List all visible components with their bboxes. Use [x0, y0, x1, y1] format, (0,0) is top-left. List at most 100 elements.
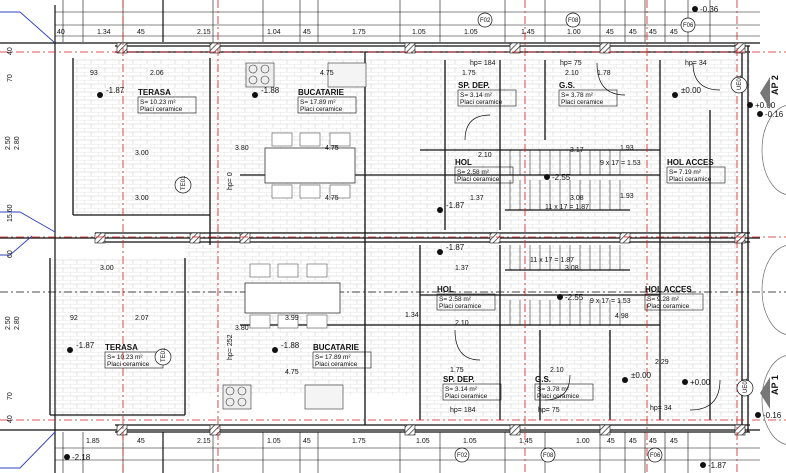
sill-height-label: hp= 0: [227, 172, 234, 190]
elevation-label: -2.55: [565, 293, 584, 302]
room-level: -1.87: [76, 341, 95, 350]
dimension-label: 4.98: [615, 313, 629, 320]
dimension-label: 1.75: [462, 70, 476, 77]
level-marker-icon: [622, 377, 628, 383]
elevation-label: -0.36: [700, 5, 719, 14]
sink: [304, 384, 344, 410]
dimension-label: 1.75: [352, 438, 366, 445]
burner: [260, 64, 270, 74]
burner: [225, 386, 235, 396]
level-marker-icon: [64, 454, 70, 460]
elevation-label: -1.87: [708, 461, 727, 470]
dimension-label: 4.75: [320, 70, 334, 77]
dimension-label: 1.93: [620, 193, 634, 200]
chair: [271, 184, 293, 199]
level-marker-icon: [755, 412, 761, 418]
dimension-label: 45: [649, 438, 657, 445]
dimension-label: 45: [137, 438, 145, 445]
dimension-label: 45: [670, 438, 678, 445]
room-level: -1.87: [446, 201, 465, 210]
dimension-label: 3.08: [565, 265, 579, 272]
window-mark: F02: [480, 18, 491, 24]
sink: [327, 62, 367, 88]
dimension-label: 11 x 17 = 1.87: [545, 204, 589, 211]
dimension-label: 1.34: [97, 29, 111, 36]
dimension-label: 1.85: [86, 438, 100, 445]
burner: [260, 75, 270, 85]
dimension-label: 15.60: [7, 204, 14, 222]
window-mark: F08: [568, 18, 579, 24]
window-mark-icon: [477, 12, 493, 28]
room-finish: Placi ceramice: [537, 393, 580, 400]
door-swing: [454, 329, 481, 361]
door-swing: [692, 62, 721, 91]
elevation-label: -2.18: [72, 453, 91, 462]
structural-column: [599, 424, 611, 436]
dimension-label: 45: [629, 29, 637, 36]
level-marker-icon: [557, 294, 563, 300]
chair: [249, 263, 271, 278]
sill-height-label: hp= 184: [450, 407, 476, 414]
sill-height-label: hp= 252: [227, 334, 234, 360]
dimension-label: 1.05: [267, 438, 281, 445]
chair: [277, 314, 299, 329]
dimension-label: 2.50: [5, 316, 12, 330]
chair: [329, 132, 351, 147]
dimension-label: 11 x 17 = 1.87: [530, 257, 574, 264]
door-mark-icon: [730, 76, 748, 94]
level-marker-icon: [437, 249, 443, 255]
room-finish: Placi ceramice: [445, 393, 488, 400]
level-marker-icon: [747, 102, 753, 108]
chair: [299, 132, 321, 147]
dimension-label: 4.75: [325, 195, 339, 202]
room-finish: Placi ceramice: [457, 176, 500, 183]
elevation-label: -0.16: [763, 411, 782, 420]
floor-tile-area: [73, 58, 213, 216]
structural-column: [209, 42, 221, 54]
dimension-label: 4.75: [285, 369, 299, 376]
room-label-box: [666, 166, 726, 184]
room-label-box: [457, 89, 517, 107]
room-area: S= 3.78 m²: [561, 92, 594, 99]
structural-column: [509, 42, 521, 54]
structural-column: [489, 232, 501, 244]
dimension-label: 45: [607, 438, 615, 445]
level-marker-icon: [700, 462, 706, 468]
burner: [237, 397, 247, 407]
door-mark: TE01: [161, 347, 167, 362]
level-marker-icon: [97, 92, 103, 98]
sill-height-label: hp= 75: [538, 407, 560, 414]
door-mark-icon: [174, 176, 192, 194]
dimension-label: 4.75: [325, 145, 339, 152]
door-swing: [464, 114, 491, 141]
level-marker-icon: [67, 347, 73, 353]
chair: [306, 263, 328, 278]
dimension-label: 45: [649, 29, 657, 36]
structural-column: [189, 232, 201, 244]
dimension-label: 45: [629, 438, 637, 445]
room-name: SP. DEP.: [458, 81, 490, 90]
structural-column: [209, 424, 221, 436]
dimension-label: 40: [7, 47, 14, 55]
elevation-label: -0.16: [765, 110, 784, 119]
door-swing: [689, 379, 721, 411]
dimension-label: 70: [7, 74, 14, 82]
structural-column: [239, 232, 251, 244]
structural-column: [94, 232, 106, 244]
dimension-label: 1.75: [450, 367, 464, 374]
dimension-label: 1.37: [470, 195, 484, 202]
dimension-label: 1.93: [620, 145, 634, 152]
elevation-label: +0.00: [755, 101, 776, 110]
door-mark-icon: [154, 348, 172, 366]
door-mark: UE01: [743, 377, 749, 393]
dimension-label: 2.07: [135, 315, 149, 322]
window-mark-icon: [454, 447, 470, 463]
dimension-label: 1.37: [455, 265, 469, 272]
dimension-label: 2.10: [550, 367, 564, 374]
window-mark: F06: [683, 23, 694, 29]
dimension-label: 2.50: [5, 136, 12, 150]
room-name: HOL: [437, 285, 454, 294]
structural-column: [734, 232, 746, 244]
door-mark: TE01: [181, 175, 187, 190]
